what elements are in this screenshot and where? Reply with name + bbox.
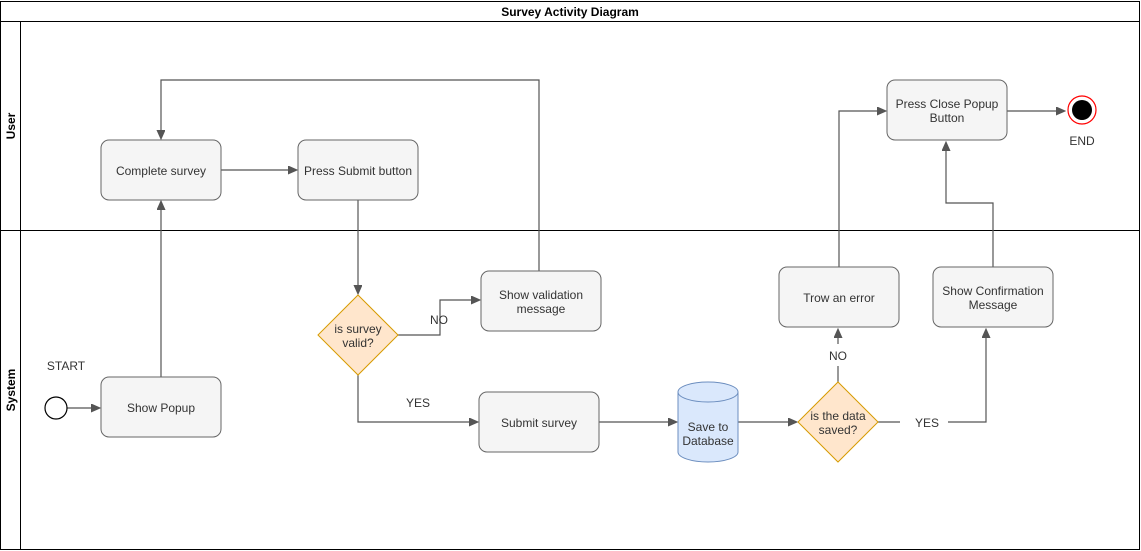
node-save-database <box>677 381 739 463</box>
edge-label-valid-yes: YES <box>406 396 430 410</box>
decision-is-data-saved <box>797 381 879 463</box>
node-show-popup <box>100 376 222 438</box>
start-label: START <box>47 359 86 373</box>
node-press-submit <box>297 139 419 201</box>
node-press-close-popup-line1: Press Close Popup <box>896 97 999 111</box>
edge-saved-yes-b <box>948 330 986 423</box>
edge-label-saved-no: NO <box>829 349 847 363</box>
node-press-submit-label: Press Submit button <box>304 164 412 178</box>
start-node <box>44 396 68 420</box>
node-save-database-line2: Database <box>682 434 734 448</box>
decision-is-survey-valid-line1: is survey <box>334 322 381 336</box>
end-label: END <box>1069 134 1095 148</box>
edge-valid-yes <box>357 375 477 422</box>
node-submit-survey-label: Submit survey <box>501 416 577 430</box>
node-submit-survey <box>478 391 600 453</box>
decision-is-survey-valid-line2: valid? <box>342 336 374 350</box>
node-complete-survey-label: Complete survey <box>116 164 206 178</box>
edge-error-to-close <box>838 111 885 267</box>
end-node <box>1067 95 1097 125</box>
edge-valid-no <box>397 300 479 336</box>
lane-label-system: System <box>4 369 18 412</box>
node-show-validation <box>480 270 602 332</box>
node-throw-error <box>778 266 900 328</box>
decision-is-survey-valid <box>317 294 399 376</box>
edge-label-saved-yes: YES <box>915 416 939 430</box>
decision-is-data-saved-line2: saved? <box>819 423 858 437</box>
node-press-close-popup <box>886 79 1008 141</box>
node-show-popup-label: Show Popup <box>127 401 195 415</box>
node-show-confirmation-line1: Show Confirmation <box>942 284 1043 298</box>
node-press-close-popup-line2: Button <box>930 111 965 125</box>
node-save-database-line1: Save to <box>688 420 729 434</box>
edge-confirm-to-close <box>946 143 994 267</box>
node-show-validation-line1: Show validation <box>499 288 583 302</box>
node-show-confirmation <box>932 266 1054 328</box>
decision-is-data-saved-line1: is the data <box>810 409 866 423</box>
diagram-title: Survey Activity Diagram <box>501 5 639 19</box>
node-throw-error-label: Trow an error <box>803 291 875 305</box>
edge-validation-to-complete <box>161 79 540 271</box>
lane-label-user: User <box>4 112 18 139</box>
edge-label-valid-no: NO <box>430 313 448 327</box>
node-show-validation-line2: message <box>517 302 566 316</box>
edges <box>67 79 1064 423</box>
node-complete-survey <box>100 139 222 201</box>
node-show-confirmation-line2: Message <box>969 298 1018 312</box>
